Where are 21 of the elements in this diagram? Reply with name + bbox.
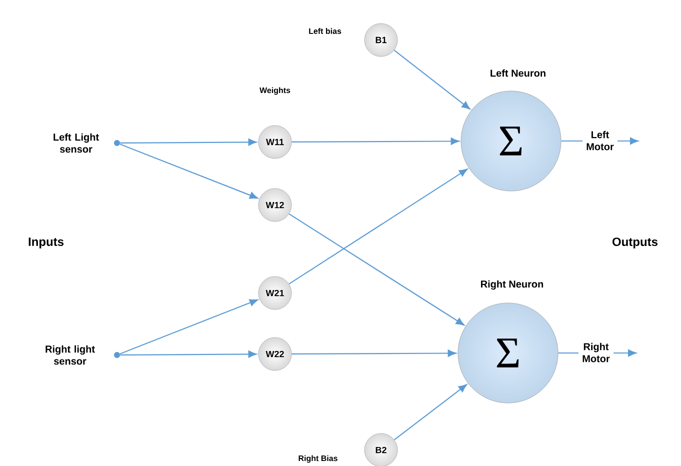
edge-label: Right Motor [578, 342, 614, 363]
arrow [120, 299, 258, 354]
side-label: Inputs [28, 238, 64, 248]
side-label: Outputs [612, 238, 658, 248]
bias-label: Left bias [309, 28, 342, 34]
arrow [292, 350, 456, 357]
arrow [288, 168, 468, 284]
arrow [394, 50, 470, 110]
sensor-label: Right light sensor [46, 345, 95, 365]
arrow [288, 213, 464, 326]
arrow [120, 144, 258, 199]
sensor-label: Left Light sensor [54, 133, 99, 153]
arrow [394, 384, 467, 440]
arrow [120, 138, 257, 146]
bias-label: Right Bias [298, 455, 338, 463]
neuron-title: Right Neuron [481, 280, 544, 290]
arrow [292, 138, 460, 145]
column-label: Weights [260, 87, 290, 95]
neuron-title: Left Neuron [490, 69, 546, 77]
edge-label: Left Motor [582, 130, 618, 151]
arrow [120, 350, 257, 358]
